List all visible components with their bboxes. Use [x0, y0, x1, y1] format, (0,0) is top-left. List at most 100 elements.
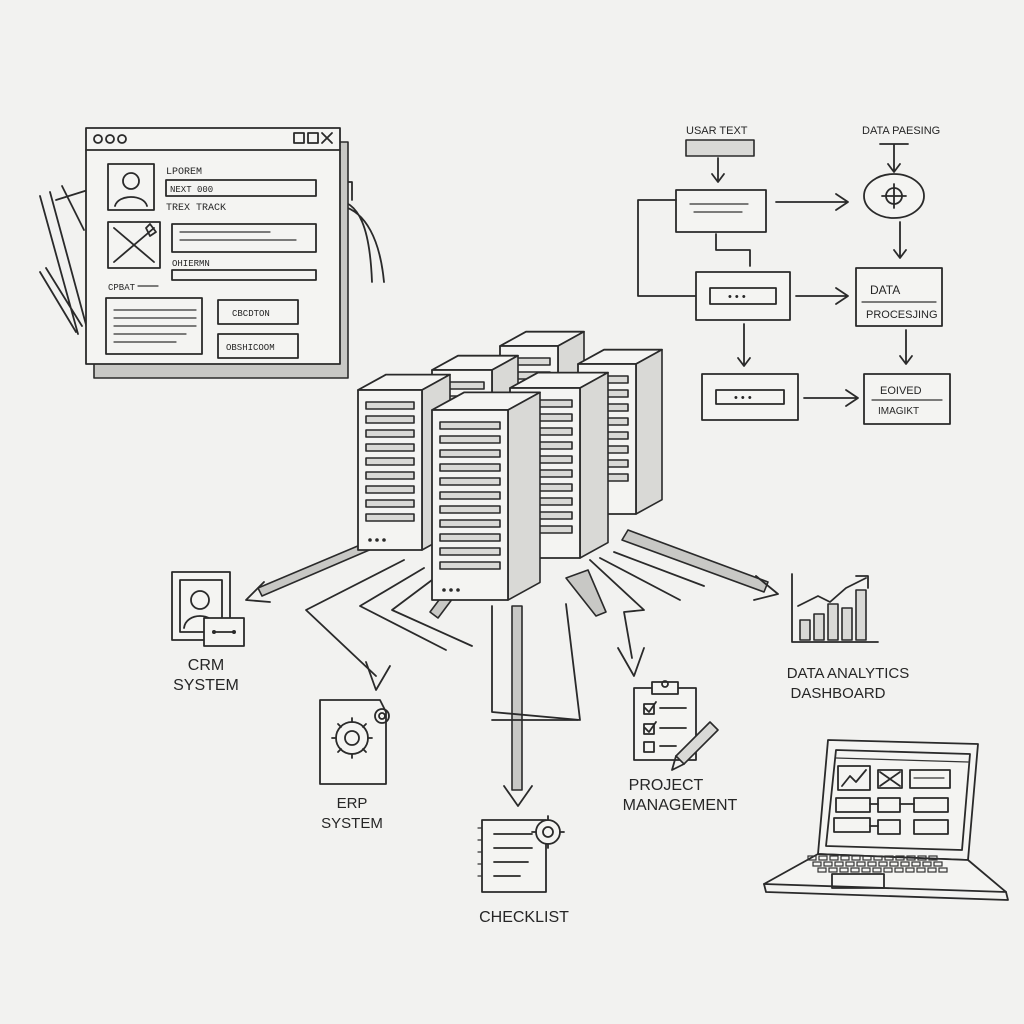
output-line2: IMAGIKT — [878, 406, 919, 417]
keyboard-key — [834, 861, 844, 867]
keyboard-key — [861, 867, 871, 873]
analytics-node[interactable]: DATA ANALYTICS DASHBOARD — [787, 573, 910, 702]
analytics-label-1: DATA ANALYTICS — [787, 665, 910, 682]
drive-bay — [439, 477, 501, 486]
keyboard-key — [928, 855, 938, 861]
server-cluster-icon — [357, 330, 663, 601]
input-box — [685, 139, 755, 157]
keyboard-key — [812, 861, 822, 867]
button-2[interactable] — [217, 333, 299, 359]
keyboard-key — [933, 861, 943, 867]
text-area-2[interactable] — [105, 297, 203, 355]
chart-bar — [855, 589, 867, 641]
drive-bay — [365, 457, 415, 466]
drive-bay — [365, 443, 415, 452]
keyboard-key — [905, 867, 915, 873]
keyboard-key — [916, 867, 926, 873]
keyboard-key — [884, 855, 894, 861]
parsing-label: DATA PAESING — [862, 125, 940, 137]
drive-bay — [439, 505, 501, 514]
document-icon — [319, 699, 387, 785]
keyboard-key — [872, 867, 882, 873]
maximize-icon[interactable] — [307, 132, 319, 144]
dots-text-1: • • • — [728, 291, 746, 303]
keyboard-key — [900, 861, 910, 867]
close-icon[interactable] — [321, 132, 333, 144]
crossed-image-icon — [113, 223, 157, 263]
keyboard-key — [889, 861, 899, 867]
input-label: USAR TEXT — [686, 125, 748, 137]
keyboard-key — [895, 855, 905, 861]
erp-label-2: SYSTEM — [321, 815, 383, 832]
drive-bay — [439, 533, 501, 542]
keyboard-key — [850, 867, 860, 873]
text-block — [675, 189, 767, 233]
output-box — [863, 373, 951, 425]
project-label-1: PROJECT — [629, 777, 704, 794]
drive-bay — [365, 429, 415, 438]
keyboard-key — [867, 861, 877, 867]
checklist-node[interactable]: CHECKLIST — [477, 815, 569, 926]
minimize-icon[interactable] — [293, 132, 305, 144]
processing-box — [855, 267, 943, 327]
keyboard-key — [839, 867, 849, 873]
connector-project — [589, 559, 645, 659]
text-field-1-value: NEXT 000 — [170, 185, 213, 195]
erp-label-1: ERP — [337, 795, 368, 812]
keyboard-key — [823, 861, 833, 867]
drive-bay — [365, 401, 415, 410]
checklist-label: CHECKLIST — [479, 909, 569, 926]
status-led — [442, 588, 446, 592]
drive-bay — [365, 499, 415, 508]
status-led — [382, 538, 386, 542]
image-placeholder — [107, 221, 161, 269]
eye-icon — [863, 173, 925, 219]
button-1[interactable] — [217, 299, 299, 325]
text-area-1[interactable] — [171, 223, 317, 253]
bar-chart-icon — [791, 573, 879, 643]
chart-trend-arrow — [855, 575, 869, 589]
drive-bay — [439, 547, 501, 556]
window-dot-2[interactable] — [105, 134, 115, 144]
keyboard-key — [818, 855, 828, 861]
chart-bar — [841, 607, 853, 641]
laptop-icon — [763, 739, 1009, 901]
window-dot-1[interactable] — [93, 134, 103, 144]
keyboard-key — [856, 861, 866, 867]
keyboard-key — [828, 867, 838, 873]
text-field-1[interactable] — [165, 179, 317, 197]
drive-bay — [439, 561, 501, 570]
keyboard-key — [883, 867, 893, 873]
keyboard-key — [829, 855, 839, 861]
label-row3: OHIERMN — [172, 259, 210, 269]
processing-line2: PROCESJING — [866, 309, 938, 321]
keyboard-key — [862, 855, 872, 861]
dots-box-2 — [701, 373, 799, 421]
arrow-to-analytics — [621, 529, 769, 593]
keyboard-key — [911, 861, 921, 867]
keyboard-key — [873, 855, 883, 861]
keyboard-key — [840, 855, 850, 861]
dots-text-2: • • • — [734, 392, 752, 404]
crm-label-2: SYSTEM — [173, 677, 239, 694]
wireframe-window: LPOREM NEXT 000 TREX TRACK OHIERMN CPBAT… — [39, 127, 385, 379]
keyboard-key — [851, 855, 861, 861]
text-field-2[interactable] — [171, 269, 317, 281]
keyboard-key — [938, 867, 948, 873]
button-2-label: OBSHICOOM — [226, 343, 275, 353]
gear-icon — [374, 708, 390, 724]
arrow-to-checklist — [511, 605, 523, 791]
window-dot-3[interactable] — [117, 134, 127, 144]
keyboard-key — [807, 855, 817, 861]
document-icon — [481, 819, 547, 893]
status-led — [368, 538, 372, 542]
drive-bay — [439, 435, 501, 444]
keyboard-key — [906, 855, 916, 861]
project-label-2: MANAGEMENT — [623, 797, 738, 814]
project-node[interactable]: PROJECT MANAGEMENT — [623, 680, 738, 814]
erp-node[interactable]: ERP SYSTEM — [319, 699, 390, 832]
keyboard-key — [845, 861, 855, 867]
server-tower — [431, 391, 541, 601]
crm-node[interactable]: CRM SYSTEM — [171, 571, 245, 694]
